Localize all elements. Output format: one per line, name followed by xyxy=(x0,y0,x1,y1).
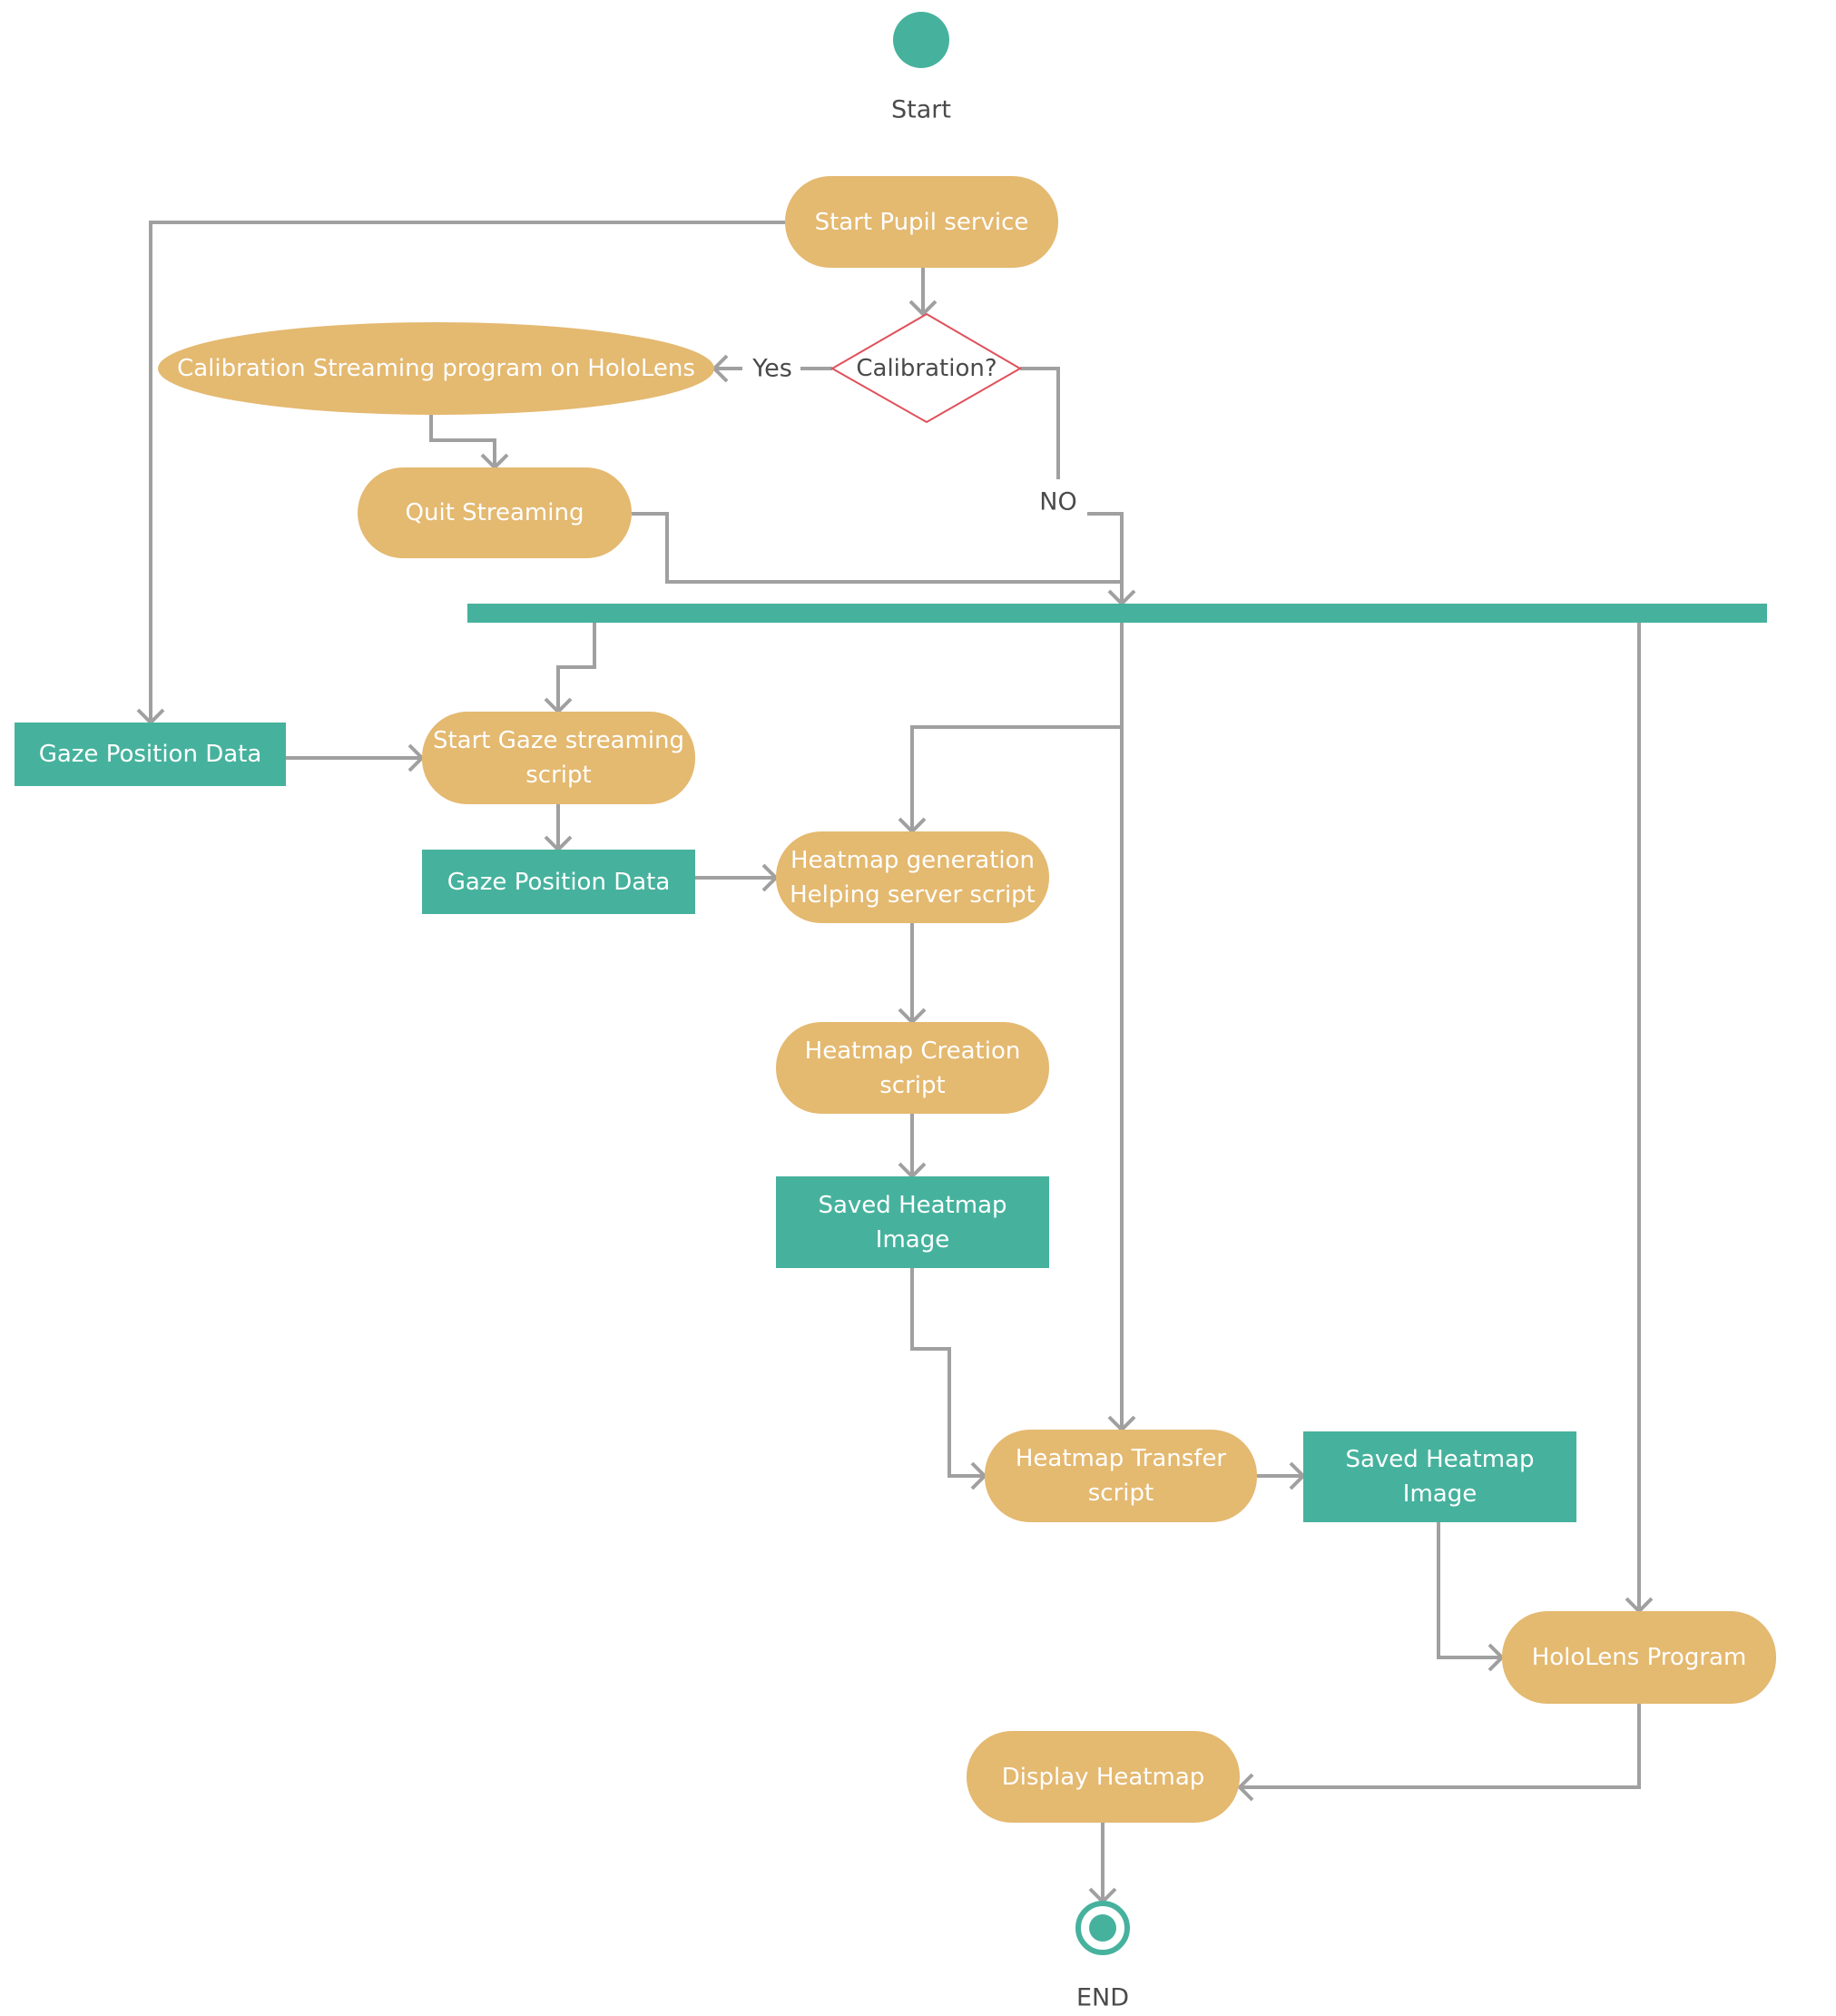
decision-diamond[interactable] xyxy=(830,312,1022,424)
edge-bar-to-start-gaze xyxy=(556,623,596,712)
object-saved-heatmap-image-2[interactable]: Saved Heatmap Image xyxy=(1303,1431,1576,1522)
action-start-pupil-service[interactable]: Start Pupil service xyxy=(785,176,1058,268)
edge-decision-yes-arrow-arrowhead-icon xyxy=(712,354,729,383)
edge-hololens-to-display-arrowhead-icon xyxy=(1237,1773,1254,1802)
edge-calibration-to-quit xyxy=(429,415,496,467)
start-label: Start xyxy=(891,95,951,124)
edge-bar-to-heatmap-gen xyxy=(910,725,1122,831)
action-hololens-program[interactable]: HoloLens Program xyxy=(1502,1611,1776,1704)
action-quit-streaming[interactable]: Quit Streaming xyxy=(358,467,632,558)
action-start-gaze-streaming[interactable]: Start Gaze streaming script xyxy=(422,712,695,804)
action-heatmap-generation[interactable]: Heatmap generation Helping server script xyxy=(776,831,1049,923)
edge-hololens-to-display xyxy=(1240,1704,1641,1789)
object-saved-heatmap-image-1[interactable]: Saved Heatmap Image xyxy=(776,1176,1049,1268)
edge-decision-no-lower xyxy=(1087,512,1124,604)
decision-label: Calibration? xyxy=(856,355,997,382)
edge-startpupil-to-gaze-left xyxy=(149,221,785,723)
action-heatmap-transfer[interactable]: Heatmap Transfer script xyxy=(985,1430,1257,1522)
fork-bar xyxy=(467,604,1767,623)
edge-startpupil-to-decision-arrowhead-icon xyxy=(908,300,938,317)
edge-saved2-to-hololens xyxy=(1437,1522,1502,1659)
edge-saved-to-transfer xyxy=(910,1268,985,1478)
start-node xyxy=(893,12,949,68)
object-gaze-position-data[interactable]: Gaze Position Data xyxy=(422,850,695,914)
action-display-heatmap[interactable]: Display Heatmap xyxy=(967,1731,1240,1823)
action-calibration-streaming[interactable]: Calibration Streaming program on HoloLen… xyxy=(158,322,714,415)
yes-label: Yes xyxy=(752,354,792,383)
edge-quit-to-bar xyxy=(632,512,1122,584)
end-node-inner xyxy=(1089,1914,1116,1942)
no-label: NO xyxy=(1039,487,1077,516)
object-gaze-position-data-left[interactable]: Gaze Position Data xyxy=(15,723,286,786)
action-heatmap-creation[interactable]: Heatmap Creation script xyxy=(776,1022,1049,1114)
end-label: END xyxy=(1075,1983,1130,2012)
edge-decision-no-upper xyxy=(1020,367,1060,479)
